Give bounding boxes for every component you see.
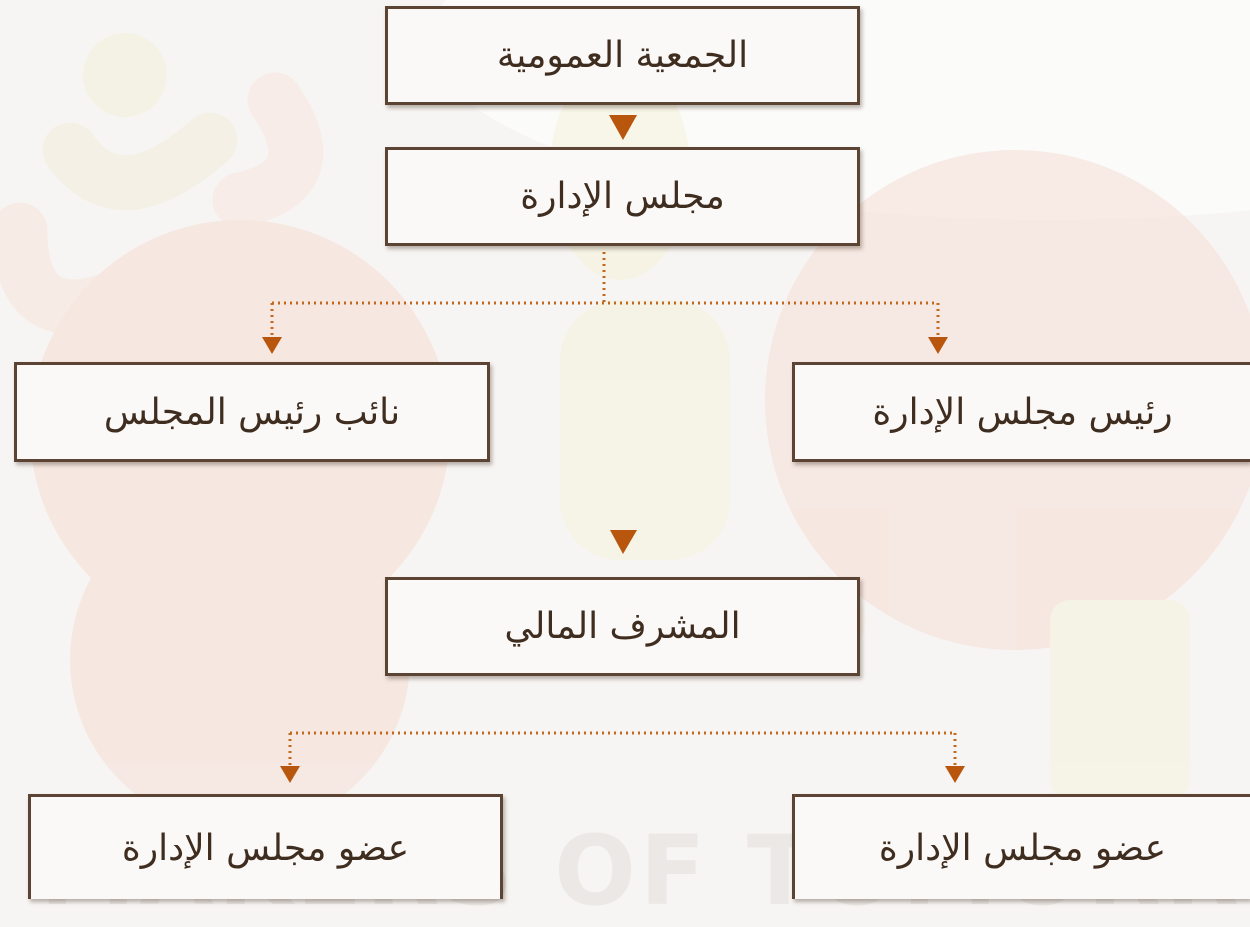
node-general-assembly: الجمعية العمومية bbox=[385, 6, 860, 105]
node-board: مجلس الإدارة bbox=[385, 147, 860, 246]
node-financial-supervisor: المشرف المالي bbox=[385, 577, 860, 676]
node-member-left: عضو مجلس الإدارة bbox=[28, 794, 503, 899]
node-member-right: عضو مجلس الإدارة bbox=[792, 794, 1250, 899]
arrow-to-member-left bbox=[280, 766, 300, 783]
arrow-to-board bbox=[609, 115, 637, 140]
node-vice-chairman: نائب رئيس المجلس bbox=[14, 362, 490, 462]
connectors bbox=[262, 115, 965, 783]
arrow-to-chairman bbox=[928, 337, 948, 354]
arrow-to-vice-chairman bbox=[262, 337, 282, 354]
arrow-to-member-right bbox=[945, 766, 965, 783]
arrow-to-financial-supervisor bbox=[610, 530, 637, 554]
node-chairman: رئيس مجلس الإدارة bbox=[792, 362, 1250, 462]
